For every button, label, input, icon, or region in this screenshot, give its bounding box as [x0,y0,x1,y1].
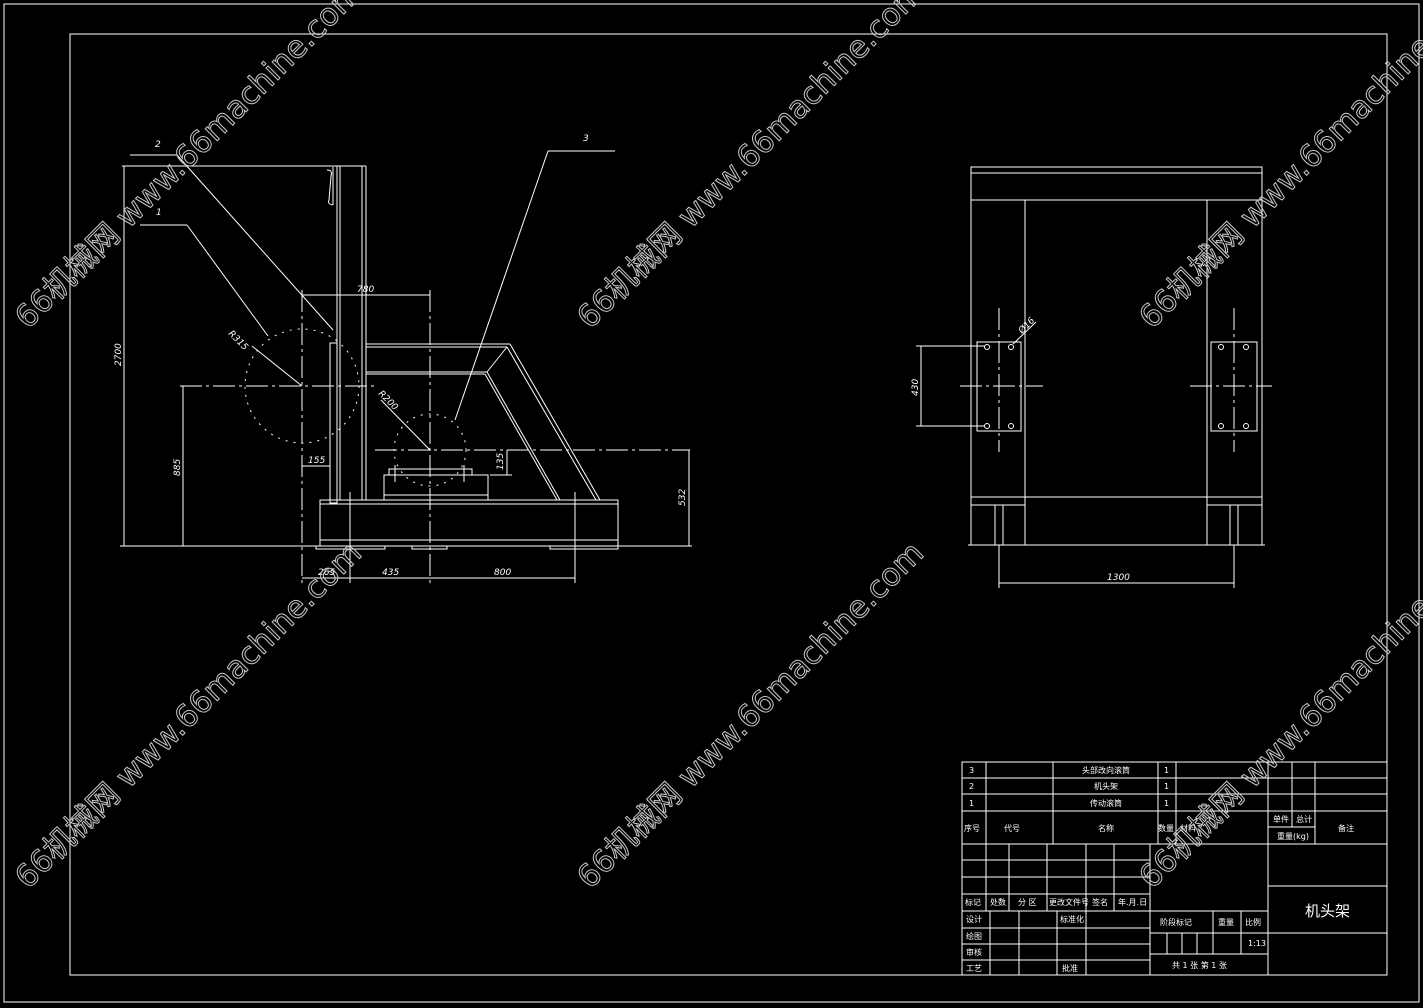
part-row-no: 2 [969,782,974,791]
header-total: 总计 [1296,814,1312,824]
dim-r200: R200 [376,389,400,413]
dim-780: 780 [357,285,374,295]
dim-r315: R315 [226,329,250,353]
dim-1300: 1300 [1107,573,1130,583]
part-row-name: 头部改向滚筒 [1082,765,1130,775]
role-label: 设计 [966,914,982,924]
part-row-no: 3 [969,766,974,775]
outer-border [3,3,1420,1003]
callout-1: 1 [156,208,162,218]
parts-list: 3 头部改向滚筒 1 2 机头架 1 1 传动滚筒 1 序号 代号 名称 数量 … [964,765,1354,841]
callout-3: 3 [583,134,589,144]
base-frame [319,499,619,547]
bolt-holes [984,344,1249,429]
dim-135: 135 [496,453,506,470]
dim-885: 885 [173,459,183,476]
standardize-label: 标准化 [1060,914,1084,924]
header-weight: 重量(kg) [1277,831,1309,841]
rev-header: 年.月.日 [1118,897,1147,907]
watermark: 66机械网 www.66machine.com [570,0,931,336]
part-callouts: 2 1 3 [130,134,615,421]
header-code: 代号 [1004,823,1020,833]
part-row-name: 传动滚筒 [1090,798,1122,808]
part-row-qty: 1 [1164,782,1169,791]
part-row-qty: 1 [1164,766,1169,775]
weight-label: 重量 [1218,917,1234,927]
rev-header: 标记 [965,897,981,907]
dim-265: 265 [318,568,335,578]
part-row-name: 机头架 [1094,781,1118,791]
drawing-title: 机头架 [1305,902,1350,920]
watermark: 66机械网 www.66machine.com [570,535,931,896]
dim-800: 800 [494,568,511,578]
callout-2: 2 [155,140,161,150]
rev-header: 分 区 [1018,898,1037,907]
rev-header: 签名 [1092,897,1108,907]
watermark: 66机械网 www.66machine.com [1132,535,1423,896]
part-row-no: 1 [969,799,974,808]
scale-value: 1:13 [1248,939,1266,948]
rev-header: 处数 [990,897,1006,907]
dim-435: 435 [382,568,399,578]
role-label: 绘图 [966,931,982,941]
header-name: 名称 [1098,823,1114,833]
dim-2700: 2700 [114,343,124,366]
sheet-info: 共 1 张 第 1 张 [1172,960,1227,970]
dim-hole-dia: Ø16 [1016,315,1038,337]
dim-430: 430 [911,379,921,396]
dim-155: 155 [308,456,325,466]
front-view [122,165,690,585]
role-label: 工艺 [966,964,982,973]
watermarks: 66机械网 www.66machine.com 66机械网 www.66mach… [8,0,1423,896]
scale-label: 比例 [1245,917,1261,927]
header-unit: 单件 [1273,814,1289,824]
role-label: 审核 [966,947,982,957]
title-block: 3 头部改向滚筒 1 2 机头架 1 1 传动滚筒 1 序号 代号 名称 数量 … [961,761,1388,976]
header-remark: 备注 [1338,823,1354,833]
approve-label: 批准 [1062,963,1078,973]
dim-532: 532 [678,489,688,506]
stage-mark-label: 阶段标记 [1160,917,1192,927]
header-qty: 数量 [1158,823,1174,833]
watermark: 66机械网 www.66machine.com [8,0,369,336]
inner-border [69,33,1388,976]
channel-profile [326,167,334,206]
watermark: 66机械网 www.66machine.com [8,535,369,896]
rev-header: 更改文件号 [1049,897,1089,907]
part-row-qty: 1 [1164,799,1169,808]
header-no: 序号 [964,823,980,833]
header-material: 材料 [1180,823,1196,833]
watermark: 66机械网 www.66machine.com [1132,0,1423,336]
